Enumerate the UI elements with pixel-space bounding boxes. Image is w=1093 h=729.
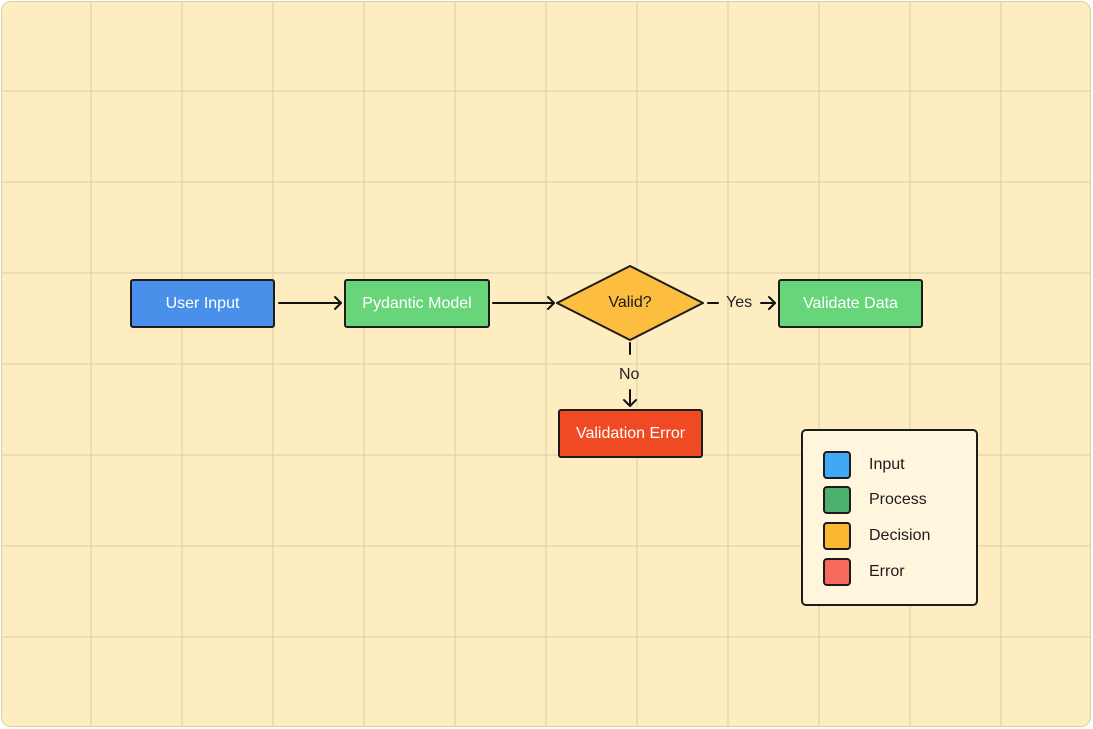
legend-item-input: Input xyxy=(823,451,973,479)
legend-swatch-decision xyxy=(823,522,851,550)
pydantic-model-label: Pydantic Model xyxy=(362,294,472,312)
validate-data-label: Validate Data xyxy=(803,294,898,312)
yes-edge-label: Yes xyxy=(726,294,753,311)
no-edge-label: No xyxy=(619,366,640,383)
pydantic-model-node[interactable]: Pydantic Model xyxy=(344,279,490,328)
validation-error-label: Validation Error xyxy=(575,424,686,442)
validate-data-node[interactable]: Validate Data xyxy=(778,279,923,328)
legend-item-error: Error xyxy=(823,558,973,586)
validation-error-node[interactable]: Validation Error xyxy=(558,409,703,458)
legend-swatch-error xyxy=(823,558,851,586)
arrowhead-validate xyxy=(768,296,776,310)
decision-diamond-shape xyxy=(556,265,704,341)
arrowhead-error xyxy=(623,399,637,407)
arrowhead-model xyxy=(334,296,342,310)
arrowhead-decision xyxy=(547,296,555,310)
legend-label-decision: Decision xyxy=(869,527,931,544)
decision-label: Valid? xyxy=(608,294,652,311)
legend-item-process: Process xyxy=(823,486,973,514)
legend-label-error: Error xyxy=(869,563,905,580)
legend-swatch-process xyxy=(823,486,851,514)
decision-node[interactable]: Valid? xyxy=(580,290,680,316)
legend-label-input: Input xyxy=(869,456,905,473)
legend-label-process: Process xyxy=(869,491,927,508)
legend-swatch-input xyxy=(823,451,851,479)
legend-item-decision: Decision xyxy=(823,522,973,550)
legend: Input Process Decision Error xyxy=(801,429,978,606)
user-input-label: User Input xyxy=(165,294,240,312)
user-input-node[interactable]: User Input xyxy=(130,279,275,328)
